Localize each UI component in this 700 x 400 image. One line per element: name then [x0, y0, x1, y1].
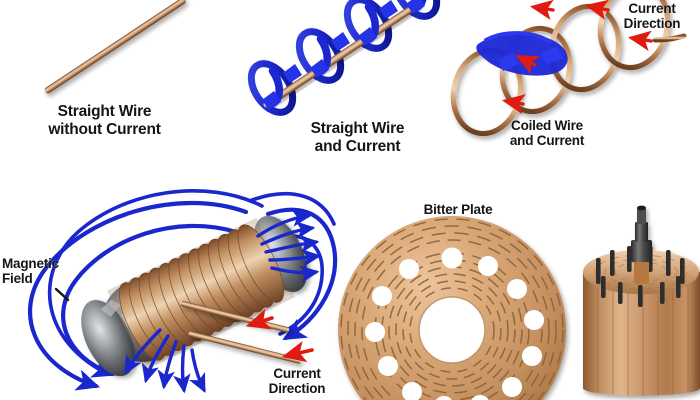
current-arrow: [515, 55, 540, 75]
current-arrow: [245, 308, 274, 330]
caption-current-direction-bottom: Current Direction: [268, 366, 326, 396]
panel-solenoid: [28, 189, 338, 394]
panel-straight-wire-no-current: [44, 0, 186, 94]
copper-rod-plain: [44, 0, 186, 94]
magnet-stack-body: [583, 272, 700, 396]
coil-field-loop: [476, 31, 568, 76]
field-line: [250, 191, 336, 226]
panel-coiled-wire-current: [450, 0, 687, 137]
current-arrow: [627, 30, 653, 51]
bitter-plate-central-bore: [419, 297, 485, 363]
bitter-plate-cooling-holes: [365, 247, 544, 400]
caption-magnetic-field: Magnetic Field: [2, 256, 59, 286]
magnet-stack-center-post: [631, 205, 652, 284]
caption-bitter-plate: Bitter Plate: [423, 202, 493, 217]
current-arrow: [529, 0, 555, 20]
current-arrow: [501, 94, 526, 115]
magnetic-field-leader: [54, 287, 70, 302]
panel-bitter-magnet-stack: [583, 205, 700, 396]
pole-field-bundle-left: [124, 328, 206, 394]
magnetic-field-loops-behind: [247, 0, 441, 116]
magnet-stack-seams: [597, 272, 689, 396]
current-arrow: [585, 0, 610, 20]
coil-lead-wire: [652, 33, 687, 43]
caption-straight-wire-without-current: Straight Wire without Current: [48, 103, 161, 138]
coil-current-arrows: [501, 0, 653, 115]
solenoid-current-arrows: [245, 308, 314, 363]
pole-field-bundle-right: [256, 209, 322, 283]
panel-bitter-plate: [338, 216, 566, 400]
field-line: [28, 200, 249, 391]
caption-coiled-wire-and-current: Coiled Wire and Current: [509, 118, 585, 148]
field-line: [47, 189, 264, 374]
caption-current-direction-top: Current Direction: [623, 1, 681, 31]
current-arrow: [281, 341, 314, 363]
copper-rod-energized: [263, 2, 419, 108]
caption-straight-wire-and-current: Straight Wire and Current: [310, 120, 405, 155]
panel-straight-wire-current: [247, 0, 441, 116]
field-direction-wedges: [262, 0, 425, 110]
